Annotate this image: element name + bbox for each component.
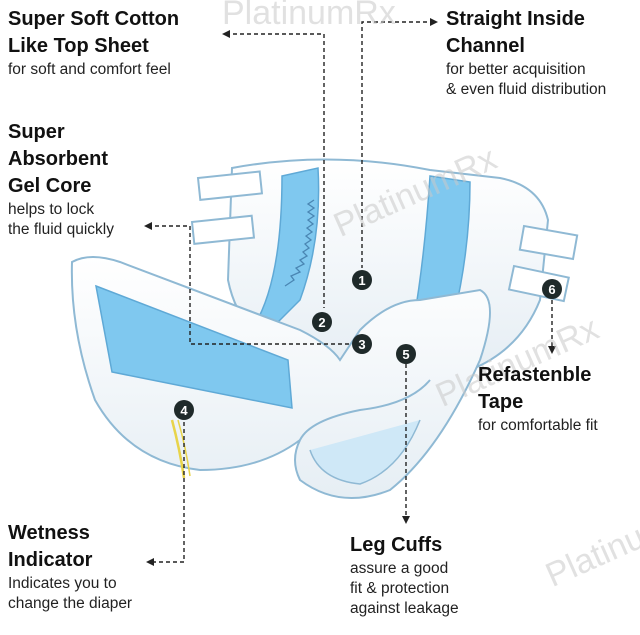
feature-title: Straight Inside Channel [446, 8, 585, 57]
arrow-2 [222, 30, 230, 38]
feature-wetness-indicator: Wetness Indicator Indicates you to chang… [8, 520, 178, 614]
marker-6: 6 [542, 279, 562, 299]
leader-arrows [144, 18, 556, 566]
leader-lines [148, 21, 553, 563]
wetness-indicator-line-2 [177, 419, 191, 477]
marker-1: 1 [352, 270, 372, 290]
arrow-1 [430, 18, 438, 26]
marker-2: 2 [312, 312, 332, 332]
svg-text:6: 6 [548, 282, 555, 297]
feature-top-sheet: Super Soft Cotton Like Top Sheet for sof… [8, 6, 223, 80]
feature-desc: assure a good fit & protection against l… [350, 560, 459, 617]
svg-text:5: 5 [402, 347, 409, 362]
feature-desc: helps to lock the fluid quickly [8, 201, 114, 238]
feature-gel-core: Super Absorbent Gel Core helps to lock t… [8, 119, 158, 240]
feature-title: Refastenble Tape [478, 364, 592, 413]
feature-title: Super Soft Cotton Like Top Sheet [8, 8, 180, 57]
feature-desc: Indicates you to change the diaper [8, 575, 133, 612]
leg-cuff-inner [309, 419, 421, 485]
svg-text:4: 4 [180, 403, 188, 418]
watermark: PlatinumRx [222, 0, 396, 32]
arrow-6 [548, 346, 556, 354]
marker-4: 4 [174, 400, 194, 420]
feature-desc: for comfortable fit [478, 417, 598, 434]
svg-text:3: 3 [358, 337, 365, 352]
leader-line-2 [226, 33, 325, 308]
feature-inside-channel: Straight Inside Channel for better acqui… [446, 6, 638, 100]
leader-line-4 [150, 422, 185, 563]
arrow-4 [146, 558, 154, 566]
feature-refastenable-tape: Refastenble Tape for comfortable fit [478, 362, 638, 436]
elastic-stitch-left [284, 199, 316, 287]
marker-5: 5 [396, 344, 416, 364]
tape-right-top [518, 224, 579, 261]
leader-line-3 [148, 225, 350, 345]
svg-text:1: 1 [358, 273, 365, 288]
wetness-indicator-line [170, 419, 186, 479]
feature-title: Wetness Indicator [8, 522, 93, 571]
arrow-3 [144, 222, 152, 230]
feature-desc: for soft and comfort feel [8, 61, 171, 78]
feature-title: Super Absorbent Gel Core [8, 121, 108, 197]
leader-line-1 [361, 21, 434, 268]
tape-left-top [196, 170, 264, 201]
svg-text:2: 2 [318, 315, 325, 330]
feature-title: Leg Cuffs [350, 534, 443, 556]
arrow-5 [402, 516, 410, 524]
tape-left-bottom [190, 214, 256, 245]
feature-desc: for better acquisition & even fluid dist… [446, 61, 607, 98]
marker-3: 3 [352, 334, 372, 354]
feature-leg-cuffs: Leg Cuffs assure a good fit & protection… [350, 532, 510, 619]
absorbent-gel-pad [95, 284, 293, 409]
leg-cuff-curve [299, 379, 431, 441]
